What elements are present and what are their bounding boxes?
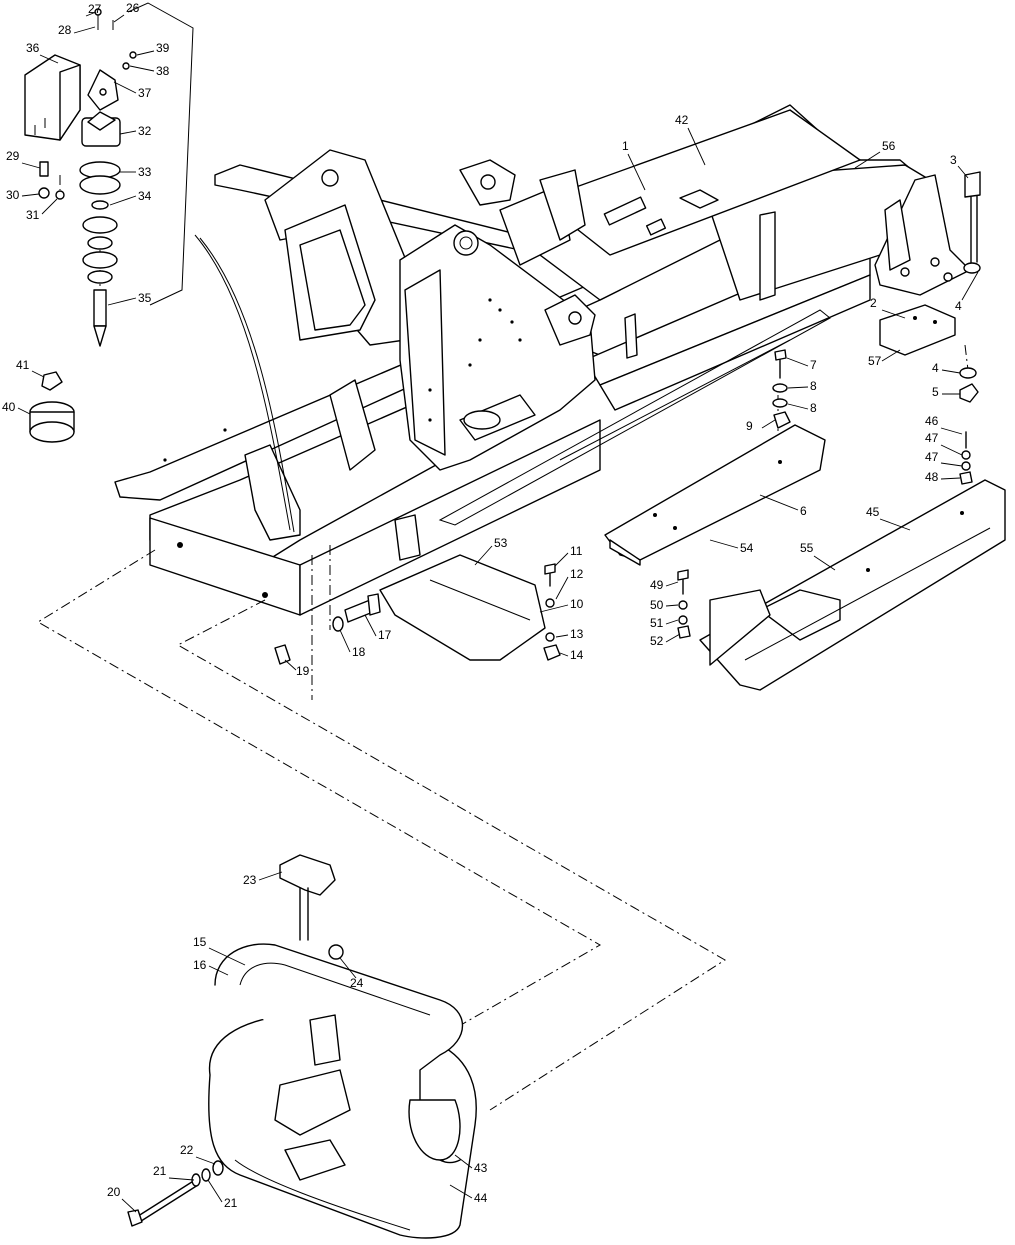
callout-18: 18 (352, 645, 366, 659)
callout-21b: 21 (224, 1196, 238, 1210)
callout-17: 17 (378, 628, 392, 642)
callout-47b: 47 (925, 450, 939, 464)
callout-16: 16 (193, 958, 207, 972)
callout-29: 29 (6, 149, 20, 163)
callout-4b: 4 (932, 361, 939, 375)
callout-42: 42 (675, 113, 689, 127)
callout-labels: 27 26 28 36 39 38 37 32 33 34 35 29 30 3… (2, 1, 979, 1213)
callout-2: 2 (870, 296, 877, 310)
callout-37: 37 (138, 86, 152, 100)
callout-56: 56 (882, 139, 896, 153)
callout-7: 7 (810, 358, 817, 372)
main-frame (114, 104, 971, 616)
callout-5: 5 (932, 385, 939, 399)
callout-30: 30 (6, 188, 20, 202)
callout-4a: 4 (955, 299, 962, 313)
callout-32: 32 (138, 124, 152, 138)
callout-45: 45 (866, 505, 880, 519)
callout-11: 11 (570, 544, 583, 558)
callout-8a: 8 (810, 379, 817, 393)
callout-38: 38 (156, 64, 170, 78)
callout-28: 28 (58, 23, 72, 37)
callout-10: 10 (570, 597, 584, 611)
callout-14: 14 (570, 648, 584, 662)
callout-27: 27 (88, 2, 102, 16)
callout-15: 15 (193, 935, 207, 949)
callout-1: 1 (622, 139, 629, 153)
callout-36: 36 (26, 41, 40, 55)
callout-31: 31 (26, 208, 40, 222)
callout-39: 39 (156, 41, 170, 55)
callout-49: 49 (650, 578, 664, 592)
callout-55: 55 (800, 541, 814, 555)
callout-9: 9 (746, 419, 753, 433)
callout-53: 53 (494, 536, 508, 550)
callout-41: 41 (16, 358, 30, 372)
callout-3: 3 (950, 153, 957, 167)
callout-33: 33 (138, 165, 152, 179)
callout-13: 13 (570, 627, 584, 641)
callout-6: 6 (800, 504, 807, 518)
callout-48: 48 (925, 470, 939, 484)
assembly-bracket (127, 2, 194, 306)
callout-34: 34 (138, 189, 152, 203)
callout-44: 44 (474, 1191, 488, 1205)
loose-hardware (29, 171, 981, 665)
callout-51: 51 (650, 616, 664, 630)
callout-40: 40 (2, 400, 16, 414)
callout-26: 26 (126, 1, 140, 15)
fuel-cap-stack (24, 8, 137, 347)
callout-23: 23 (243, 873, 257, 887)
callout-12: 12 (570, 567, 584, 581)
callout-57: 57 (868, 354, 882, 368)
callout-47a: 47 (925, 431, 939, 445)
callout-35: 35 (138, 291, 152, 305)
callout-21a: 21 (153, 1164, 167, 1178)
callout-54: 54 (740, 541, 754, 555)
counterweight (127, 854, 477, 1239)
callout-20: 20 (107, 1185, 121, 1199)
callout-43: 43 (474, 1161, 488, 1175)
panels (379, 424, 1006, 691)
callout-52: 52 (650, 634, 664, 648)
callout-22: 22 (180, 1143, 194, 1157)
callout-19: 19 (296, 664, 310, 678)
callout-24: 24 (350, 976, 364, 990)
callout-46: 46 (925, 414, 939, 428)
callout-8b: 8 (810, 401, 817, 415)
callout-50: 50 (650, 598, 664, 612)
